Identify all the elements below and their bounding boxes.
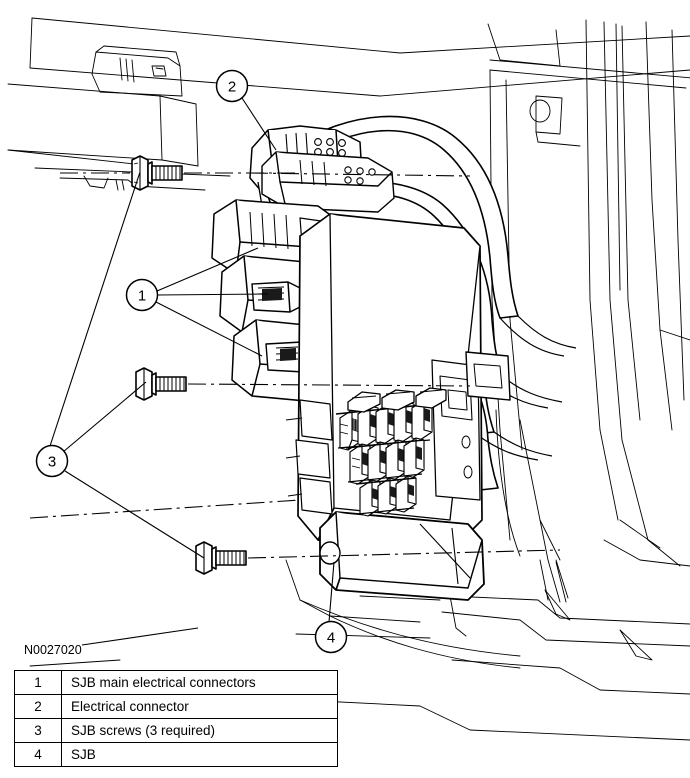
sjb-housing-item4 [285, 213, 511, 601]
fuse-relay-array [335, 387, 447, 517]
legend-item-number: 2 [14, 694, 62, 719]
leader-callout-3-a [49, 171, 141, 447]
leader-callout-1-b [156, 293, 269, 296]
callout-2[interactable]: 2 [215, 69, 249, 103]
leader-callout-1-c [155, 301, 263, 357]
fuse-row-2-d [403, 437, 425, 479]
fuse-row-2-c [385, 439, 407, 481]
leader-callout-2 [241, 97, 277, 151]
callout-markers: 1 2 3 4 [35, 69, 348, 654]
callout-4-label: 4 [327, 630, 335, 647]
fuse-row-3-b [377, 477, 399, 515]
leader-figure-id [81, 627, 199, 646]
vehicle-body-structure [7, 17, 690, 741]
legend-item-description: SJB screws (3 required) [61, 718, 338, 743]
legend-item-number: 3 [14, 718, 62, 743]
sjb-screw-1 [131, 155, 183, 191]
fuse-row-1-c [375, 403, 397, 445]
axis-lower-reference [29, 499, 301, 519]
table-row: 3 SJB screws (3 required) [14, 718, 338, 743]
figure-id-label: N0027020 [24, 643, 82, 657]
table-row: 4 SJB [14, 742, 338, 767]
callout-1[interactable]: 1 [125, 278, 159, 312]
leader-callout-3-c [64, 470, 205, 559]
harness-bundle-1 [291, 115, 519, 319]
fuse-row-1-e [411, 399, 433, 441]
connector-block-secondary [261, 151, 395, 213]
axis-screw-3 [247, 549, 561, 559]
table-row: 1 SJB main electrical connectors [14, 670, 338, 695]
fuse-row-3 [359, 479, 381, 517]
legend-table: 1 SJB main electrical connectors 2 Elect… [14, 670, 338, 767]
legend-item-description: SJB main electrical connectors [61, 670, 338, 695]
legend-item-number: 1 [14, 670, 62, 695]
callout-3[interactable]: 3 [35, 444, 69, 478]
axis-screw-2 [187, 383, 471, 387]
harness-routing-lines [475, 315, 577, 461]
callout-4[interactable]: 4 [314, 620, 348, 654]
fuse-row-1 [339, 409, 361, 451]
leader-callout-1-a [156, 247, 259, 292]
axis-screw-1-extend [249, 172, 471, 177]
callout-3-label: 3 [48, 454, 56, 471]
legend-item-number: 4 [14, 742, 62, 767]
legend-table-body: 1 SJB main electrical connectors 2 Elect… [14, 670, 338, 767]
table-row: 2 Electrical connector [14, 694, 338, 719]
fuse-row-2 [349, 443, 371, 485]
screw-axis-centerlines [29, 172, 561, 559]
fuse-row-3-c [395, 475, 417, 513]
leader-callout-4 [328, 561, 335, 623]
legend-item-description: Electrical connector [61, 694, 338, 719]
fuse-row-2-b [367, 441, 389, 483]
leader-callout-3-b [62, 381, 147, 453]
callout-1-label: 1 [138, 288, 146, 305]
leader-lines [49, 97, 335, 646]
legend-item-description: SJB [61, 742, 338, 767]
callout-2-label: 2 [228, 79, 236, 96]
